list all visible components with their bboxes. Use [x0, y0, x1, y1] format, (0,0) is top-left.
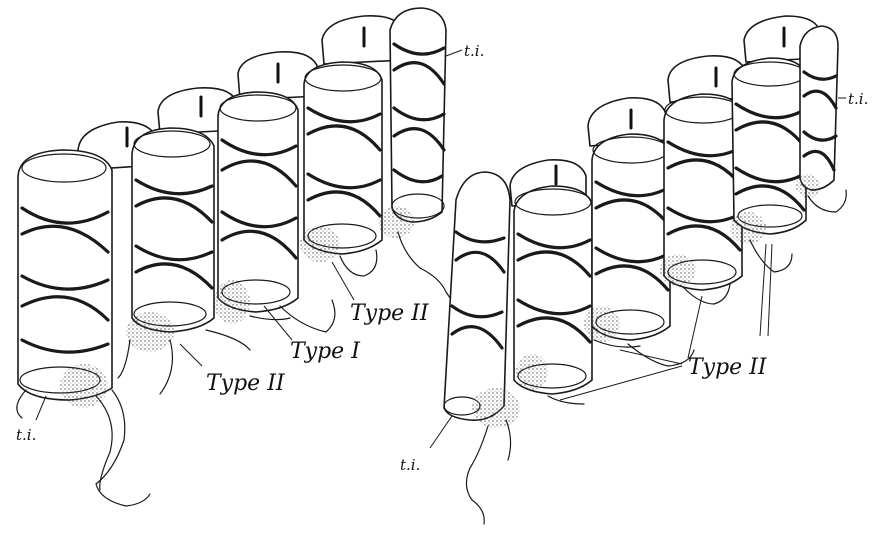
- left-column-5: [390, 8, 446, 222]
- right-colony: t.i. t.i. Type II: [400, 16, 868, 524]
- left-column-3: [218, 92, 298, 312]
- stippled-base: [660, 254, 696, 286]
- type-two-label-middle: Type II: [350, 301, 430, 326]
- ti-label-bottom-left: t.i.: [16, 426, 36, 444]
- type-one-label: Type I: [290, 339, 361, 364]
- stippled-base: [584, 306, 620, 342]
- stippled-base: [126, 312, 174, 352]
- right-column-5: [732, 58, 806, 234]
- stippled-base: [378, 206, 414, 238]
- stippled-base: [796, 174, 820, 198]
- left-column-1: [18, 150, 112, 400]
- right-column-6: [800, 26, 838, 190]
- stippled-base: [516, 354, 548, 390]
- type-two-label-right: Type II: [688, 355, 768, 380]
- stippled-base: [214, 280, 250, 324]
- left-column-4: [304, 62, 382, 254]
- ti-label-top-left: t.i.: [464, 42, 484, 60]
- right-column-1: [444, 172, 510, 420]
- stippled-base: [730, 212, 766, 244]
- ti-label-bottom-right: t.i.: [400, 456, 420, 474]
- type-two-label-left: Type II: [206, 371, 286, 396]
- left-column-2: [132, 128, 214, 332]
- left-colony: t.i. t.i. Type I Type II Type II: [16, 8, 500, 506]
- ti-label-top-right: t.i.: [848, 90, 868, 108]
- stippled-base: [472, 388, 520, 428]
- stippled-base: [300, 226, 340, 262]
